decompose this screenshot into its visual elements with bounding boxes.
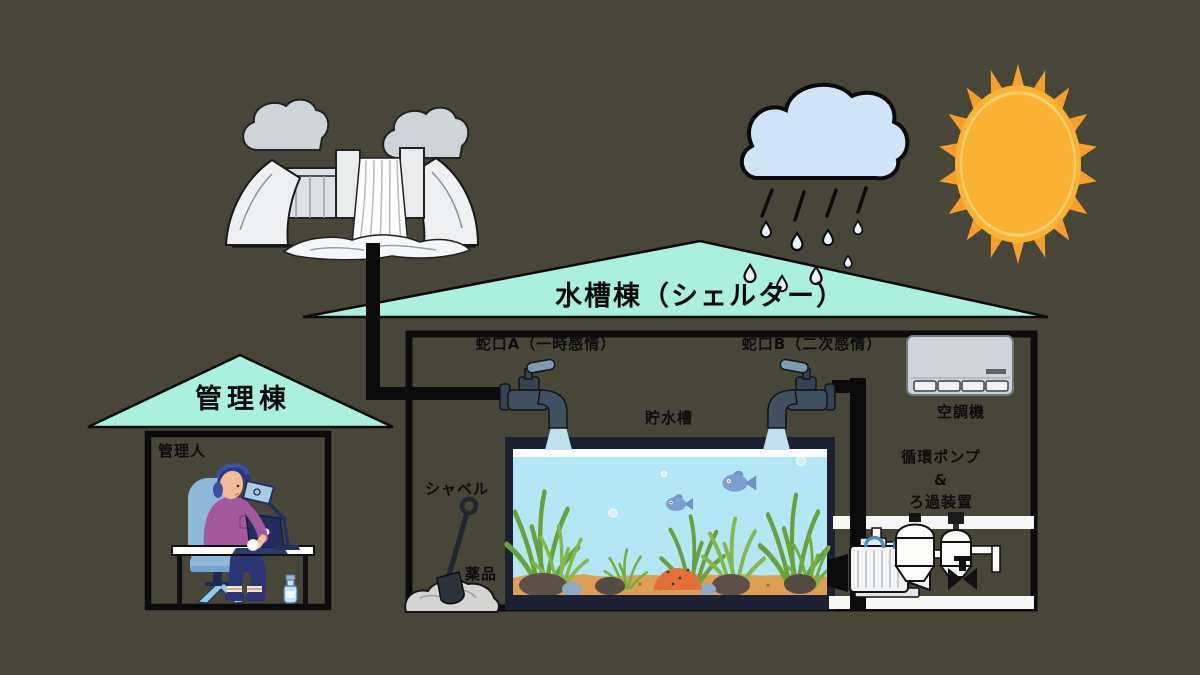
- rain-cloud-icon: [740, 82, 910, 293]
- supply-pipe: [366, 243, 508, 400]
- shovel-label: シャベル: [424, 480, 490, 498]
- faucet-a-label: 蛇口A（一時感情）: [475, 335, 617, 353]
- pump-label-line1: 循環ポンプ: [901, 448, 981, 466]
- caretaker-at-desk-icon: [171, 463, 315, 604]
- bubbles: [608, 456, 806, 518]
- admin-roof-label: 管理棟: [195, 384, 291, 415]
- sun-icon: [937, 64, 1099, 264]
- fish: [666, 470, 757, 511]
- air-conditioner-icon: [906, 335, 1014, 396]
- shovel-icon: [436, 496, 479, 605]
- tank-label: 貯水槽: [644, 409, 694, 427]
- chemicals-label: 薬品: [464, 565, 498, 583]
- aquarium-rocks: [519, 568, 816, 597]
- admin-person-label: 管理人: [158, 442, 207, 460]
- pump-filter-icon: [827, 512, 1034, 609]
- pump-label-amp: &: [933, 471, 949, 489]
- ac-label: 空調機: [936, 403, 986, 421]
- aquarium-icon: [505, 437, 837, 610]
- faucet-b-label: 蛇口B（二次感情）: [741, 335, 883, 353]
- shelter-roof-label: 水槽棟（シェルター）: [555, 281, 845, 312]
- admin-roof: [87, 353, 394, 429]
- faucet-icon: [499, 358, 572, 450]
- pump-label-line2: ろ過装置: [908, 493, 974, 511]
- valve: [948, 556, 977, 590]
- shelter-roof: [302, 239, 1049, 319]
- admin-walls: [144, 430, 332, 611]
- faucet-icon: [763, 358, 836, 450]
- dam-waterfall-icon: [224, 98, 480, 261]
